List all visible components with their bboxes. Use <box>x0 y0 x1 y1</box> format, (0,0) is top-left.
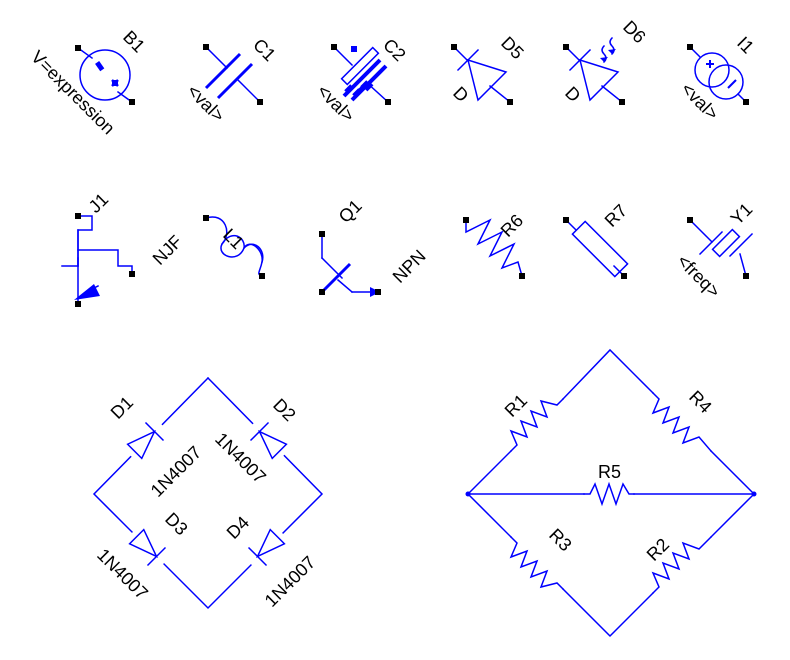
symbol-d5-ref: D5 <box>497 33 527 63</box>
symbol-l1[interactable]: L1 <box>203 215 265 279</box>
diode-icon <box>241 523 291 573</box>
symbol-q1-ref: Q1 <box>335 196 366 227</box>
bridge-resistor-r4[interactable]: R4 <box>651 387 716 453</box>
crystal-icon <box>687 217 754 279</box>
capacitor-icon <box>203 44 263 105</box>
diode-icon <box>121 415 171 465</box>
symbol-i1-ref: I1 <box>733 33 758 58</box>
symbol-d6-value: D <box>561 83 584 106</box>
npn-transistor-icon <box>319 231 381 297</box>
bridge-diode-d1[interactable]: D1 1N4007 <box>107 392 206 500</box>
symbol-r6[interactable]: R6 <box>463 210 527 279</box>
bridge-resistor-r1-ref: R1 <box>501 390 531 420</box>
symbol-r6-ref: R6 <box>497 210 527 240</box>
bridge-resistor-r5-ref: R5 <box>598 462 621 482</box>
resistor-zigzag-icon <box>463 217 525 279</box>
symbol-d6[interactable]: D6 D <box>561 17 649 106</box>
symbol-r7[interactable]: R7 <box>563 200 631 279</box>
diode-icon <box>451 44 513 105</box>
resistor-zigzag-icon <box>509 535 565 591</box>
resistor-zigzag-icon <box>651 391 713 453</box>
symbol-b1-ref: B1 <box>119 27 149 57</box>
symbol-j1-value: NJF <box>149 231 186 268</box>
symbol-c1-ref: C1 <box>249 35 279 65</box>
bridge-resistor-r4-ref: R4 <box>685 387 715 417</box>
symbol-d6-ref: D6 <box>619 17 649 47</box>
bridge-diode-d1-value: 1N4007 <box>147 442 206 501</box>
arbitrary-source-icon <box>75 45 135 105</box>
bridge-diode-d3-ref: D3 <box>161 509 191 539</box>
symbol-j1[interactable]: J1 NJF <box>61 189 186 307</box>
bridge-diode-d2[interactable]: D2 1N4007 <box>211 395 299 488</box>
bridge-diode-d4[interactable]: D4 1N4007 <box>223 512 320 610</box>
symbol-i1-value: <val> <box>677 79 722 124</box>
bridge-resistor-r1[interactable]: R1 <box>501 390 565 453</box>
bridge-diode-d1-ref: D1 <box>107 392 137 422</box>
symbol-r7-ref: R7 <box>601 200 631 230</box>
symbol-c1[interactable]: C1 <val> <box>183 35 279 126</box>
symbol-c2[interactable]: C2 <val> <box>313 35 409 126</box>
resistor-bridge-wires <box>465 348 757 638</box>
resistor-bridge[interactable]: R1 R4 R5 R3 R2 <box>465 348 757 638</box>
jfet-icon <box>61 213 135 307</box>
diode-icon <box>123 523 173 573</box>
symbol-b1[interactable]: B1 V=expression <box>27 27 149 139</box>
bridge-resistor-r3[interactable]: R3 <box>509 525 576 591</box>
symbol-i1[interactable]: I1 <val> <box>677 33 758 124</box>
symbol-j1-ref: J1 <box>85 189 113 217</box>
bridge-diode-d2-ref: D2 <box>269 395 299 425</box>
resistor-zigzag-icon <box>509 397 565 453</box>
current-source-icon <box>687 44 749 105</box>
bridge-diode-d4-ref: D4 <box>223 512 253 542</box>
polarized-capacitor-icon <box>331 44 391 105</box>
symbol-q1[interactable]: Q1 NPN <box>319 196 430 297</box>
resistor-zigzag-icon <box>583 481 635 507</box>
bridge-resistor-r3-ref: R3 <box>545 525 575 555</box>
symbol-y1-value: <freq> <box>673 251 724 302</box>
symbol-d5[interactable]: D5 D <box>449 33 527 106</box>
bridge-resistor-r2-ref: R2 <box>643 534 673 564</box>
photodiode-icon <box>563 36 625 105</box>
inductor-icon <box>203 215 265 279</box>
symbol-y1-ref: Y1 <box>727 199 757 229</box>
diode-icon <box>243 415 293 465</box>
symbol-y1[interactable]: Y1 <freq> <box>673 199 756 302</box>
symbol-d5-value: D <box>449 83 472 106</box>
bridge-rectifier[interactable]: D1 1N4007 D2 1N4007 D3 1N4007 <box>92 376 324 611</box>
bridge-diode-d3[interactable]: D3 1N4007 <box>93 509 191 604</box>
bridge-resistor-r2[interactable]: R2 <box>643 534 713 595</box>
resistor-zigzag-icon <box>651 535 713 595</box>
bridge-resistor-r5[interactable]: R5 <box>583 462 635 507</box>
symbol-c2-ref: C2 <box>379 35 409 65</box>
symbol-q1-value: NPN <box>389 246 430 287</box>
symbol-b1-value: V=expression <box>27 47 119 139</box>
resistor-box-icon <box>563 217 629 279</box>
